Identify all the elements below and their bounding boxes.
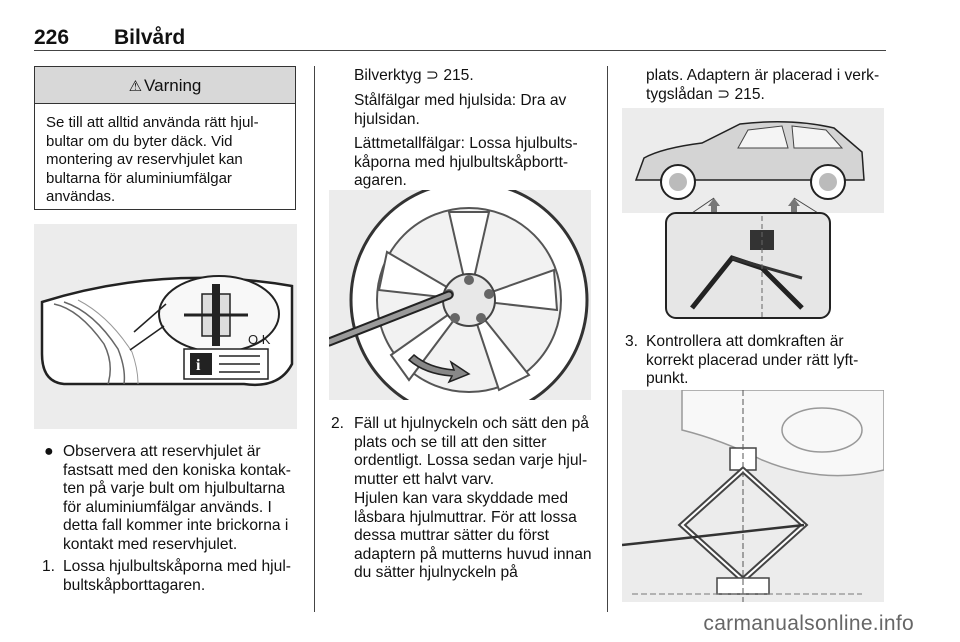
- column-divider: [607, 66, 608, 612]
- bullet-paragraph: Observera att reservhjulet är fastsatt m…: [63, 443, 291, 553]
- wheel-bolt-drawing: O K i: [40, 275, 294, 387]
- warning-box: ⚠Varning Se till att alltid använda rätt…: [34, 66, 296, 210]
- page-number: 226: [34, 26, 70, 49]
- wheel-wrench-illustration: [329, 190, 591, 400]
- wheel-wrench-drawing: [329, 190, 589, 400]
- car-lift-point-drawing: [622, 108, 884, 319]
- steel-rim-paragraph: Stålfälgar med hjulsida: Dra av hjulsida…: [354, 92, 567, 128]
- warning-text: Se till att alltid använda rätt hjul­bul…: [46, 114, 259, 206]
- watermark: carmanualsonline.info: [703, 612, 914, 635]
- section-title: Bilvård: [114, 26, 186, 49]
- step-2-text: Fäll ut hjulnyckeln och sätt den på plat…: [354, 415, 589, 488]
- adapter-location-text: plats. Adaptern är placerad i verk­tygsl…: [646, 67, 880, 103]
- wheel-bolt-illustration: O K i: [34, 224, 297, 429]
- step-number: 1.: [42, 558, 56, 575]
- warning-icon: ⚠: [128, 78, 143, 95]
- tool-reference: Bilverktyg ⊃ 215.: [354, 67, 474, 84]
- step-number: 2.: [331, 415, 345, 432]
- car-lift-point-illustration: [622, 108, 884, 320]
- jack-closeup-illustration: [622, 390, 884, 602]
- alloy-rim-paragraph: Lättmetallfälgar: Lossa hjulbults­kåporn…: [354, 135, 578, 189]
- svg-text:i: i: [196, 357, 201, 374]
- jack-closeup-drawing: [622, 390, 884, 602]
- column-divider: [314, 66, 315, 612]
- step-number: 3.: [625, 333, 639, 350]
- step-1-text: Lossa hjulbultskåporna med hjul­bultskåp…: [63, 558, 291, 594]
- header-rule: [34, 50, 886, 51]
- bullet-marker: ●: [44, 443, 54, 460]
- warning-header: ⚠Varning: [35, 67, 295, 104]
- warning-title: Varning: [144, 76, 202, 95]
- ok-label: O K: [248, 332, 271, 347]
- locking-nut-note: Hjulen kan vara skyddade med låsbara hju…: [354, 490, 592, 581]
- step-3-text: Kontrollera att domkraften är korrekt pl…: [646, 333, 859, 387]
